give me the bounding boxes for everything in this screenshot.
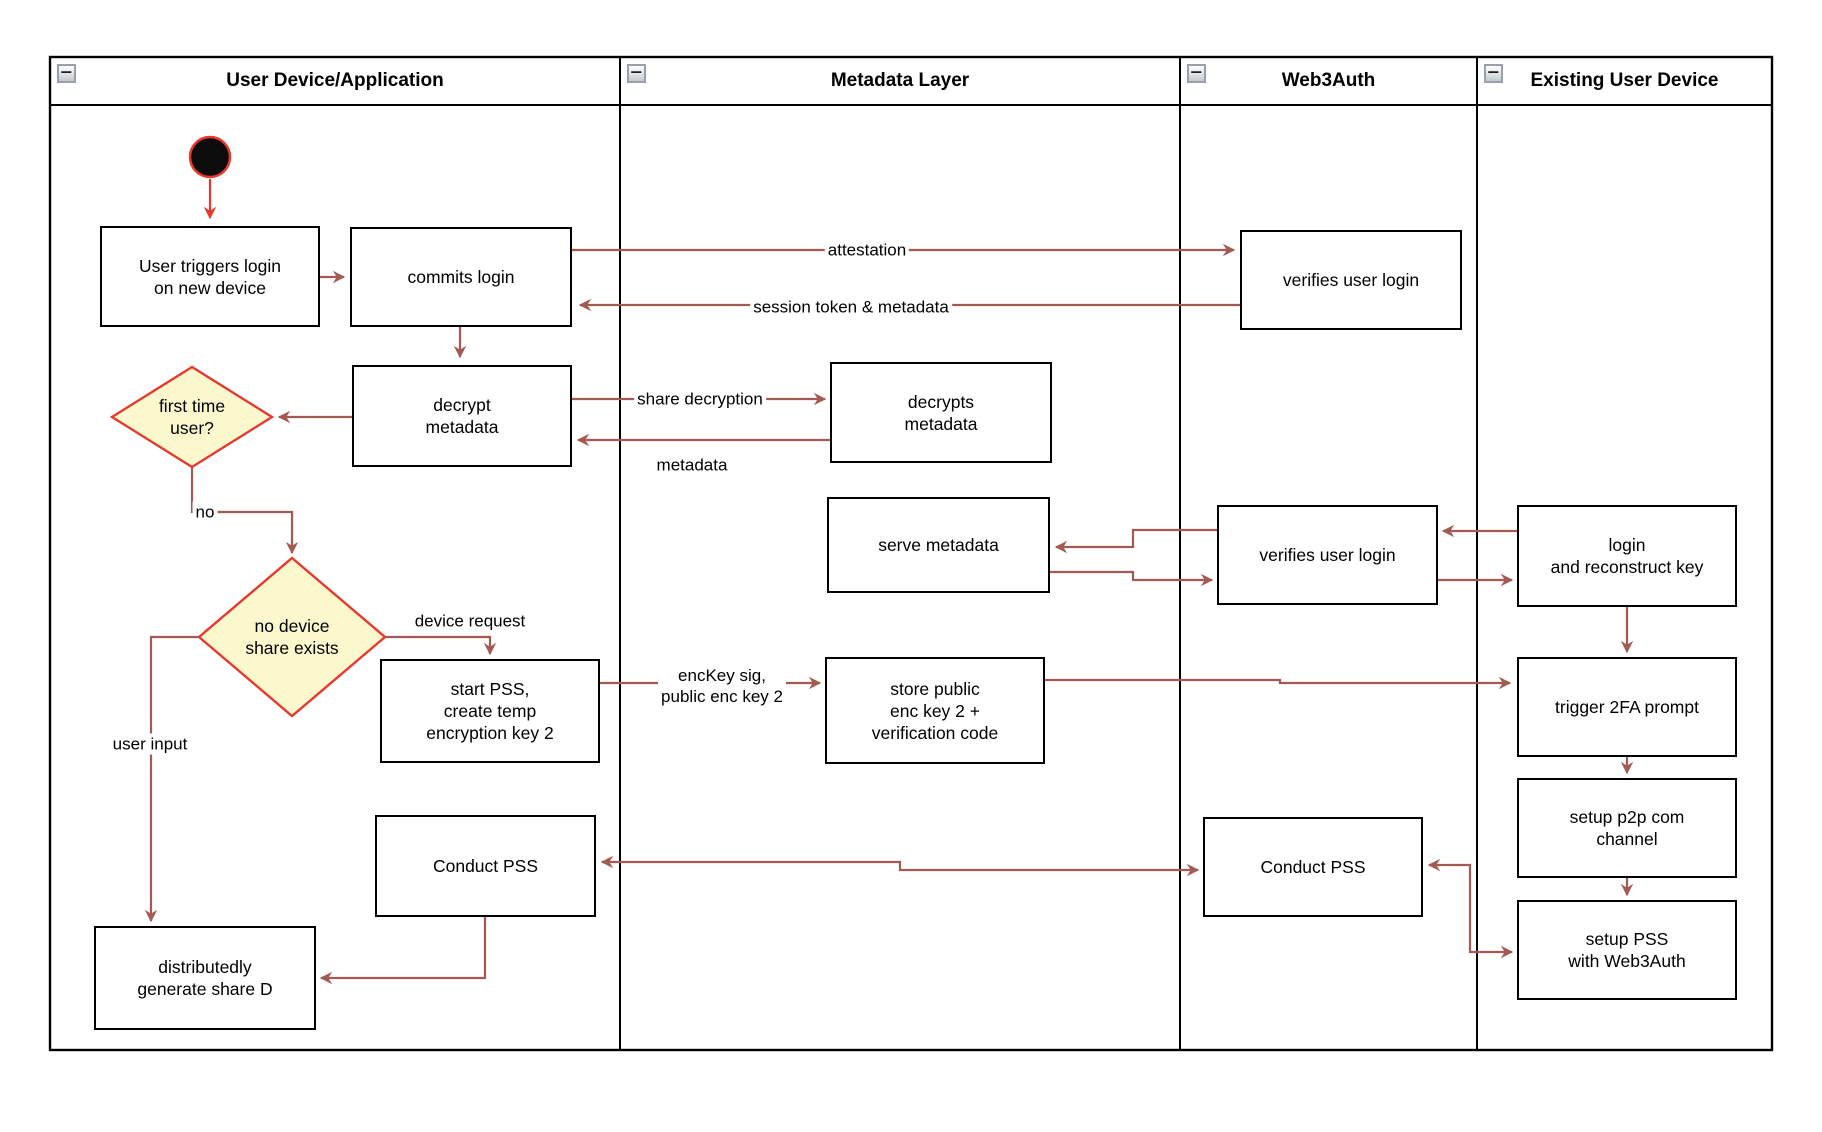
collapse-icon[interactable]: − — [57, 64, 76, 83]
edge-setup-pss-link — [1427, 858, 1514, 959]
node-user-triggers-login: User triggers login on new device — [100, 226, 320, 327]
node-verifies-user-login-top: verifies user login — [1240, 230, 1462, 330]
lane-header-web3auth: − Web3Auth — [1180, 57, 1477, 105]
lane-title: Web3Auth — [1281, 70, 1376, 91]
lane-header-existing-device: − Existing User Device — [1477, 57, 1772, 105]
table-border — [48, 55, 1774, 1052]
lane-title: User Device/Application — [226, 70, 444, 91]
edge-conduct-pss-link — [600, 855, 1200, 877]
node-login-reconstruct-key: login and reconstruct key — [1517, 505, 1737, 607]
edge-label-user-input: user input — [109, 733, 191, 755]
edge-serve-to-verifies — [1050, 570, 1214, 587]
node-conduct-pss-device: Conduct PSS — [375, 815, 596, 917]
edge-label-device-request: device request — [414, 611, 526, 631]
lane-title: Metadata Layer — [830, 70, 970, 91]
collapse-icon[interactable]: − — [627, 64, 646, 83]
node-decrypt-metadata: decrypt metadata — [352, 365, 572, 467]
edge-no-branch — [190, 467, 299, 555]
node-serve-metadata: serve metadata — [827, 497, 1050, 593]
edge-label-no: no — [192, 501, 218, 523]
node-conduct-pss-web3auth: Conduct PSS — [1203, 817, 1423, 917]
edge-label-enckey: encKey sig, public enc key 2 — [658, 665, 786, 707]
edge-verifies-to-serve — [1054, 528, 1217, 554]
edge-user-input — [144, 635, 199, 923]
edge-label-share-decryption: share decryption — [634, 388, 766, 410]
edge-label-session-token: session token & metadata — [750, 296, 952, 318]
edge-device-request — [385, 635, 497, 656]
edge-store-to-2fa — [1045, 676, 1512, 690]
node-distributedly-generate: distributedly generate share D — [94, 926, 316, 1030]
node-trigger-2fa-prompt: trigger 2FA prompt — [1517, 657, 1737, 757]
decision-first-time-user: first time user? — [158, 396, 226, 438]
node-store-public-enc-key: store public enc key 2 + verification co… — [825, 657, 1045, 764]
node-setup-p2p-channel: setup p2p com channel — [1517, 778, 1737, 878]
node-commits-login: commits login — [350, 227, 572, 327]
node-start-pss: start PSS, create temp encryption key 2 — [380, 659, 600, 763]
lane-header-user-device: − User Device/Application — [50, 57, 620, 105]
start-node — [188, 135, 232, 179]
decision-no-device-share-shape — [197, 556, 387, 718]
lane-title: Existing User Device — [1530, 70, 1719, 91]
lane-header-metadata-layer: − Metadata Layer — [620, 57, 1180, 105]
collapse-icon[interactable]: − — [1484, 64, 1503, 83]
decision-no-device-share: no device share exists — [245, 616, 339, 658]
collapse-icon[interactable]: − — [1187, 64, 1206, 83]
node-decrypts-metadata: decrypts metadata — [830, 362, 1052, 463]
node-verifies-user-login-mid: verifies user login — [1217, 505, 1438, 605]
edge-label-attestation: attestation — [824, 239, 910, 261]
edge-label-metadata: metadata — [656, 455, 728, 475]
edge-conduct-to-distributedly — [319, 917, 487, 985]
node-setup-pss-web3auth: setup PSS with Web3Auth — [1517, 900, 1737, 1000]
